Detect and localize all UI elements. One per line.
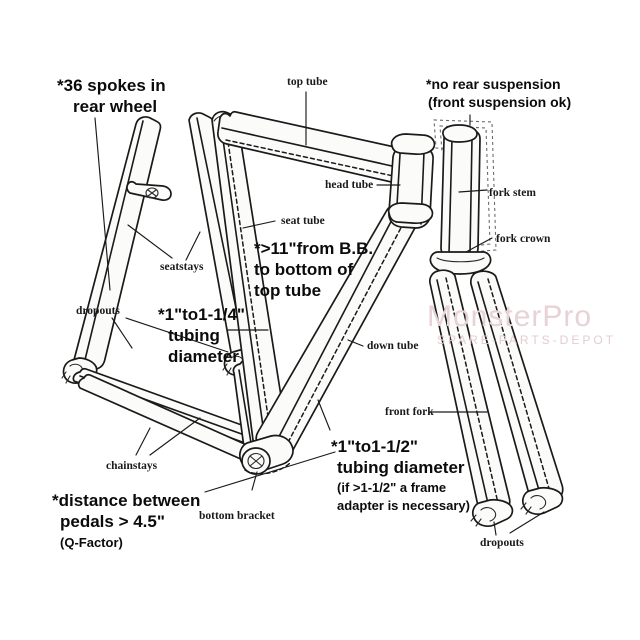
callout-tubing-large-line2: tubing diameter	[337, 458, 465, 477]
label-fork-dropouts: dropouts	[480, 537, 524, 549]
brake-bridge	[126, 180, 172, 202]
chainstay-lower	[77, 373, 258, 463]
label-seat-tube: seat tube	[281, 215, 325, 227]
callout-tubing-large-line4: adapter is necessary)	[337, 498, 470, 513]
bottom-bracket	[238, 434, 294, 475]
callout-spokes-line2: rear wheel	[73, 97, 158, 116]
callout-bb-clearance-line2: to bottom of	[254, 260, 354, 279]
top-tube	[217, 110, 419, 186]
seatstay-far	[72, 116, 162, 373]
label-down-tube: down tube	[367, 340, 419, 352]
callout-bb-clearance-line1: *>11"from B.B.	[254, 239, 374, 258]
label-fork-stem: fork stem	[489, 187, 536, 199]
callout-bb-clearance-line3: top tube	[254, 281, 322, 300]
label-fork-crown: fork crown	[496, 233, 551, 245]
fork-crown	[429, 251, 492, 275]
head-tube	[387, 133, 436, 229]
label-seatstays: seatstays	[160, 261, 204, 273]
callout-q-factor-line2: pedals > 4.5"	[60, 512, 165, 531]
callout-q-factor-line3: (Q-Factor)	[60, 535, 123, 550]
callout-tubing-small-line3: diameter	[168, 347, 239, 366]
label-rear-dropouts: dropouts	[76, 305, 120, 317]
callout-q-factor-line1: *distance between	[52, 491, 201, 510]
callout-no-rear-suspension-line1: *no rear suspension	[426, 76, 561, 92]
callout-tubing-small-line2: tubing	[168, 326, 220, 345]
callout-tubing-small-line1: *1"to1-1/4"	[158, 305, 245, 324]
label-chainstays: chainstays	[106, 460, 158, 472]
callout-tubing-large-line3: (if >1-1/2" a frame	[337, 480, 447, 495]
fork-dropout-right	[520, 486, 564, 516]
label-head-tube: head tube	[325, 179, 374, 191]
label-front-fork: front fork	[385, 406, 434, 418]
label-bottom-bracket: bottom bracket	[199, 510, 275, 522]
callout-tubing-large-line1: *1"to1-1/2"	[331, 437, 418, 456]
label-top-tube: top tube	[287, 76, 328, 88]
callout-spokes-line1: *36 spokes in	[57, 76, 166, 95]
fork-dropout-left	[470, 498, 514, 528]
leader-lines	[94, 91, 545, 536]
callout-no-rear-suspension-line2: (front suspension ok)	[428, 94, 572, 110]
